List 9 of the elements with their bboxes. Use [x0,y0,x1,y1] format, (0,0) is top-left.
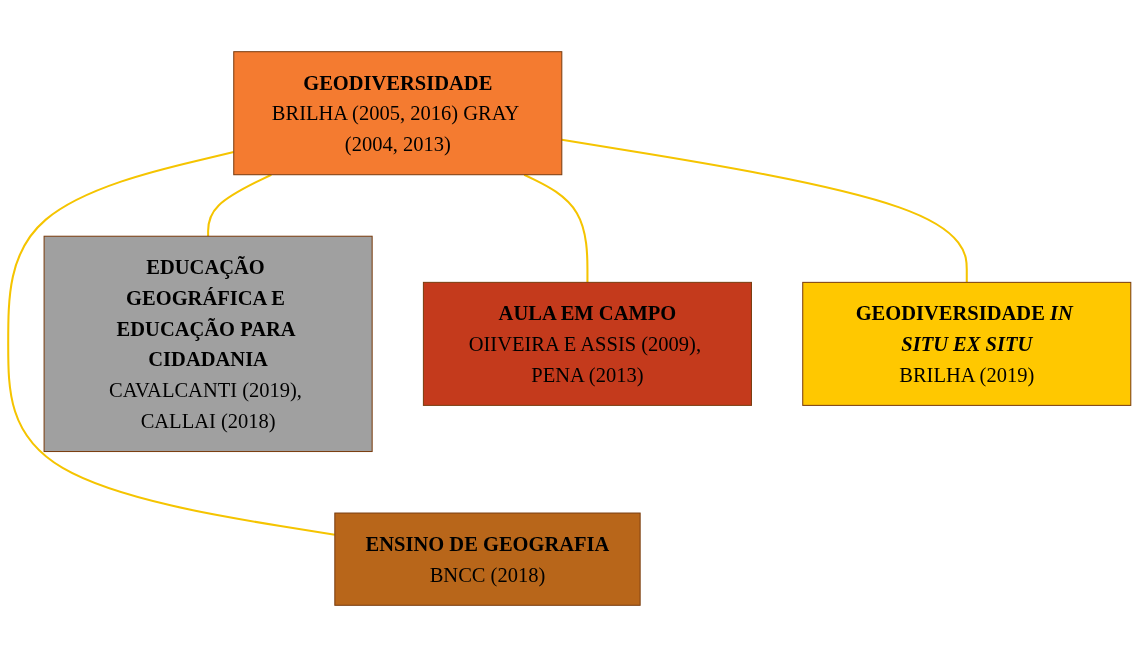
node-box: GEODIVERSIDADE BRILHA (2005, 2016) GRAY (2004, 2013) [233,51,563,176]
node-box: AULA EM CAMPO OIIVEIRA E ASSIS (2009), PENA (2013) [422,281,752,406]
connector [523,173,589,283]
connector [561,138,968,283]
connector [7,151,335,536]
node-box: ENSINO DE GEOGRAFIA BNCC (2018) [334,512,641,606]
node-box: GEODIVERSIDADE IN SITU EX SITU BRILHA (2019) [802,281,1132,406]
node-box: EDUCAÇÃO GEOGRÁFICA E EDUCAÇÃO PARA CIDADANIA CAVALCANTI (2019), CALLAI (2018) [43,235,373,453]
connector [207,173,272,237]
